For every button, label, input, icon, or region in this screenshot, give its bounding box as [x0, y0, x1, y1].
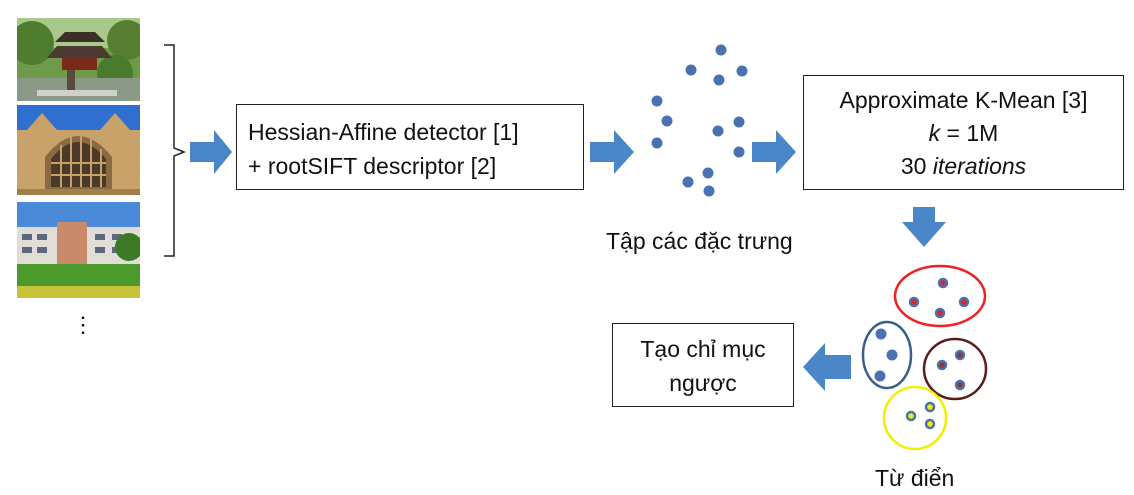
feature-dot: [703, 185, 715, 197]
cluster-yellow-dot: [924, 401, 936, 413]
more-images-ellipsis: ⋮: [72, 312, 94, 337]
brace: [164, 44, 187, 257]
index-line-1: Tạo chỉ mục: [640, 336, 766, 362]
cluster-red-dot: [958, 296, 970, 308]
feature-dot: [702, 167, 714, 179]
feature-dot: [713, 74, 725, 86]
cluster-red-dot: [908, 296, 920, 308]
feature-dot: [715, 44, 727, 56]
cluster-blue-dot: [874, 370, 886, 382]
feature-dot: [651, 95, 663, 107]
cluster-yellow-dot: [924, 418, 936, 430]
index-line-2: ngược: [669, 370, 737, 396]
cluster-yellow-dot: [905, 410, 917, 422]
feature-dot: [733, 146, 745, 158]
detector-line-2: + rootSIFT descriptor [2]: [248, 153, 497, 179]
cluster-yellow: [882, 385, 948, 451]
kmeans-line-2: k = 1M: [804, 117, 1123, 150]
cluster-blue-dot: [875, 328, 887, 340]
cluster-brown: [922, 337, 988, 401]
k-variable: k: [928, 120, 941, 146]
feature-dot: [651, 137, 663, 149]
feature-dot: [712, 125, 724, 137]
kmeans-line-1: Approximate K-Mean [3]: [839, 87, 1088, 113]
features-label: Tập các đặc trưng: [606, 228, 793, 254]
cluster-red: [893, 264, 987, 328]
detector-line-1: Hessian-Affine detector [1]: [248, 119, 519, 145]
feature-dot: [733, 116, 745, 128]
feature-dot: [685, 64, 697, 76]
pagoda-photo: [17, 18, 140, 101]
detector-box: Hessian-Affine detector [1] + rootSIFT d…: [236, 104, 584, 190]
cluster-brown-dot: [954, 379, 966, 391]
kmeans-box: Approximate K-Mean [3] k = 1M 30 iterati…: [803, 75, 1124, 190]
cluster-red-dot: [934, 307, 946, 319]
arrow-to-features: [590, 130, 634, 174]
dictionary-label: Từ điển: [875, 465, 955, 491]
feature-dot: [661, 115, 673, 127]
cluster-blue: [861, 320, 913, 390]
cluster-brown-dot: [954, 349, 966, 361]
feature-dot: [682, 176, 694, 188]
cluster-brown-dot: [936, 359, 948, 371]
cathedral-window-photo: [17, 105, 140, 195]
arrow-to-index: [803, 343, 851, 391]
campus-building-photo: [17, 202, 140, 298]
inverted-index-box: Tạo chỉ mục ngược: [612, 323, 794, 407]
k-value: = 1M: [940, 120, 999, 146]
iterations-word: iterations: [932, 153, 1027, 179]
feature-dot: [736, 65, 748, 77]
cluster-red-dot: [937, 277, 949, 289]
arrow-to-detector: [190, 130, 232, 174]
cluster-blue-dot: [886, 349, 898, 361]
iterations-number: 30: [900, 153, 933, 179]
arrow-down-to-dictionary: [902, 207, 946, 247]
arrow-to-kmeans: [752, 130, 796, 174]
kmeans-line-3: 30 iterations: [804, 150, 1123, 183]
